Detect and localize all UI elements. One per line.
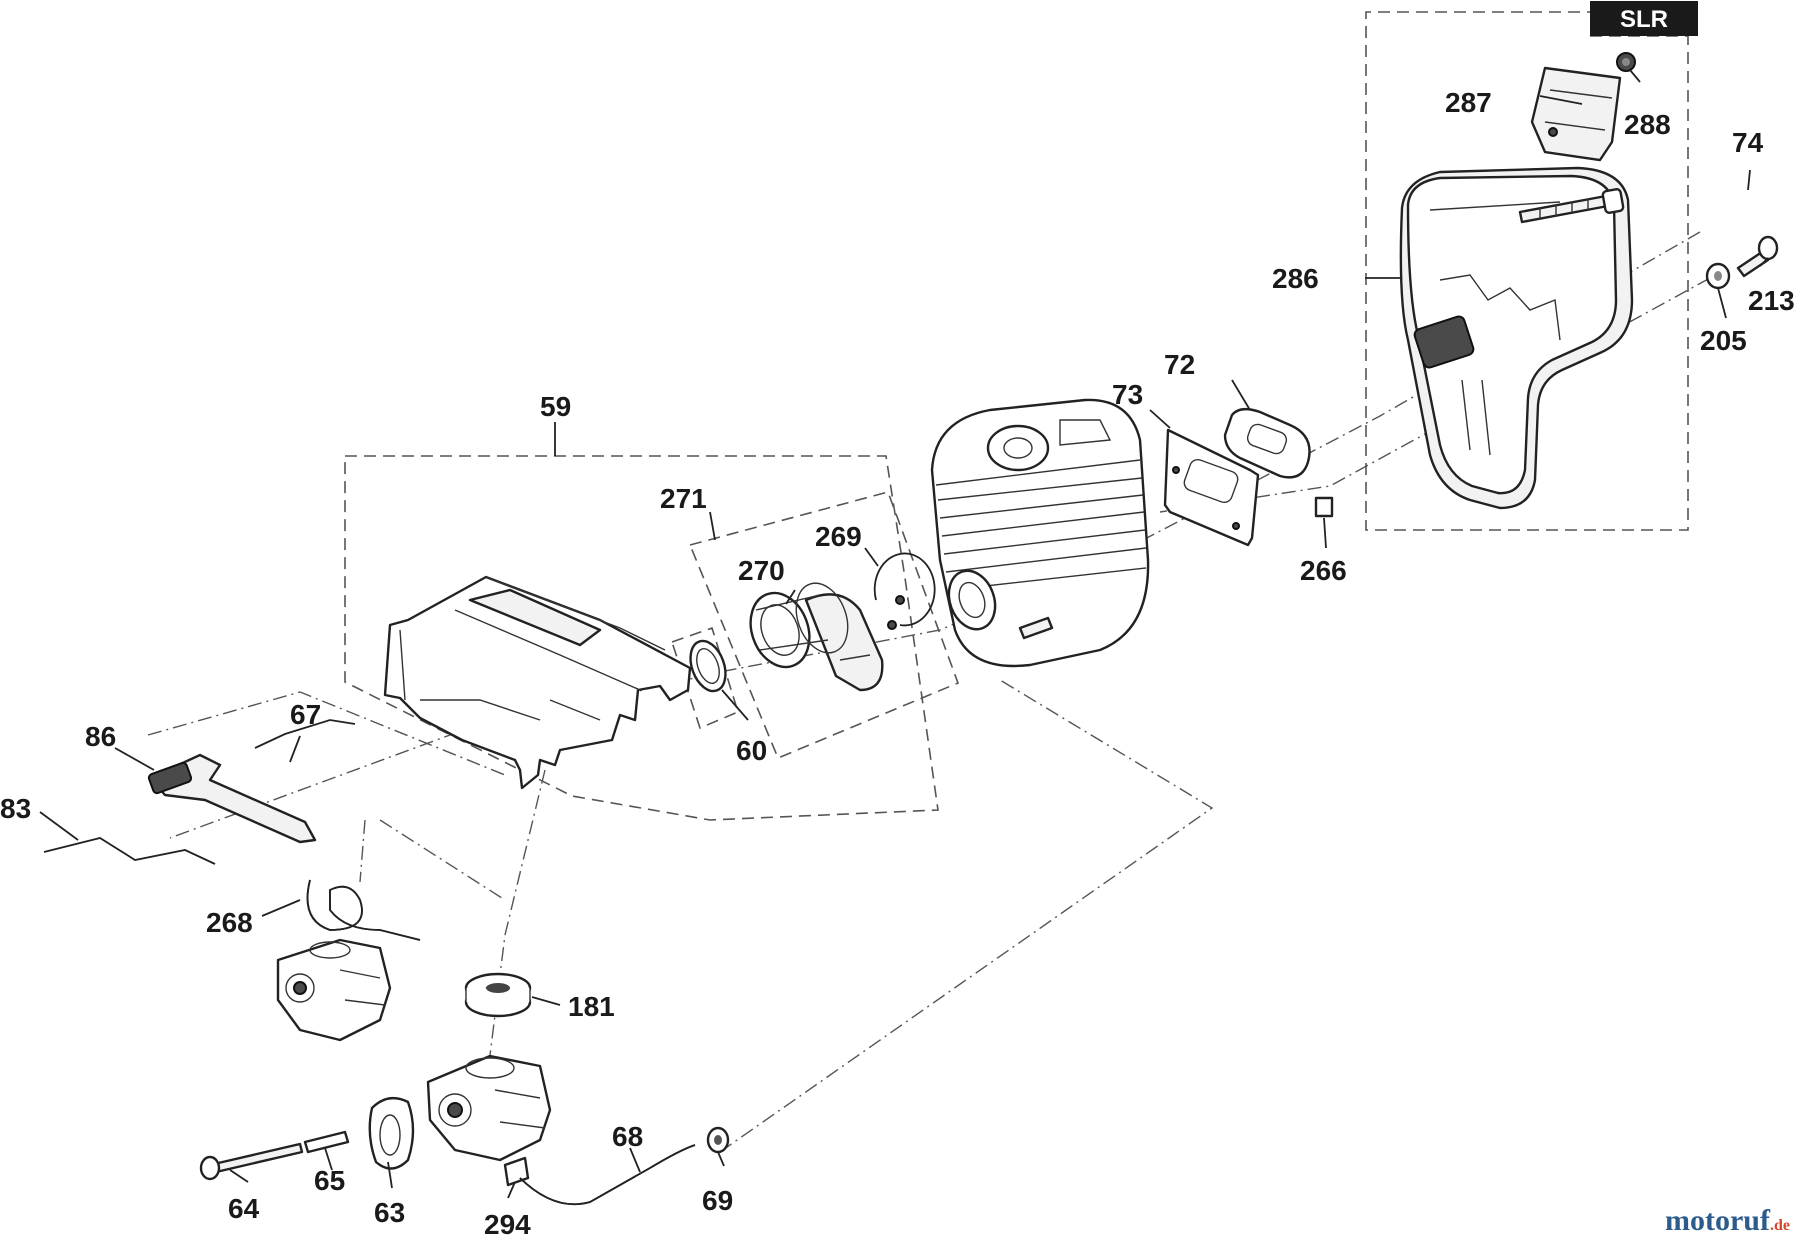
callout-68: 68 (612, 1121, 643, 1152)
air-box (383, 575, 692, 790)
group-271-frame (688, 491, 960, 760)
callout-72: 72 (1164, 349, 1195, 380)
axis-hose-2 (379, 819, 506, 901)
part-73-heat-shield (1163, 428, 1260, 547)
carburetor (426, 1054, 552, 1162)
callout-63: 63 (374, 1197, 405, 1228)
part-60-clamp (689, 639, 727, 693)
callout-286: 286 (1272, 263, 1319, 294)
part-205-washer (1705, 262, 1731, 290)
group-60-frame (670, 626, 739, 730)
watermark-logo: motoruf.de (1665, 1204, 1790, 1238)
part-65-sleeve (303, 1130, 350, 1154)
watermark-brand: motoruf (1665, 1204, 1770, 1237)
callout-65: 65 (314, 1165, 345, 1196)
callout-269: 269 (815, 521, 862, 552)
callout-270: 270 (738, 555, 785, 586)
part-288-screw (1616, 52, 1636, 72)
callout-271: 271 (660, 483, 707, 514)
part-86-lever (147, 753, 317, 844)
callout-266: 266 (1300, 555, 1347, 586)
part-213-screw (1736, 235, 1779, 278)
slr-badge (1590, 1, 1698, 36)
callout-213: 213 (1748, 285, 1795, 316)
part-286-muffler (1399, 166, 1634, 510)
part-181-spacer (464, 972, 532, 1018)
part-269-circlip (873, 552, 936, 630)
axis-hose (359, 819, 366, 883)
callout-287: 287 (1445, 87, 1492, 118)
axis-carb (719, 679, 1214, 1153)
part-294-clip (503, 1156, 530, 1187)
group-59-frame (344, 455, 939, 821)
part-270-intake-manifold (749, 582, 884, 692)
carburetor-alt (276, 938, 392, 1042)
axis-lever (147, 691, 506, 776)
part-74-bolt (1518, 188, 1625, 224)
watermark-tld: .de (1770, 1217, 1790, 1234)
callout-69: 69 (702, 1185, 733, 1216)
slr-badge-label: SLR (1620, 6, 1668, 33)
part-67-rod (254, 719, 356, 749)
callout-59: 59 (540, 391, 571, 422)
axis-intake (489, 769, 546, 1056)
callout-74: 74 (1732, 127, 1764, 158)
callout-67: 67 (290, 699, 321, 730)
part-63-gasket (368, 1096, 415, 1170)
callout-60: 60 (736, 735, 767, 766)
callout-83: 83 (0, 793, 31, 824)
part-83-rod (43, 837, 216, 865)
callout-294: 294 (484, 1209, 531, 1240)
part-69-grommet (706, 1126, 730, 1154)
callout-86: 86 (85, 721, 116, 752)
callout-205: 205 (1700, 325, 1747, 356)
part-287-deflector (1530, 66, 1622, 162)
part-64-bolt (199, 1142, 304, 1181)
callout-73: 73 (1112, 379, 1143, 410)
callout-288: 288 (1624, 109, 1671, 140)
part-68-hose (519, 1144, 696, 1206)
callout-181: 181 (568, 991, 615, 1022)
part-268-hose (306, 879, 421, 941)
part-266-nut (1314, 496, 1334, 518)
callout-268: 268 (206, 907, 253, 938)
part-72-gasket (1223, 407, 1311, 479)
callout-64: 64 (228, 1193, 260, 1224)
cylinder (930, 398, 1150, 668)
leader-lines (39, 69, 1769, 1199)
